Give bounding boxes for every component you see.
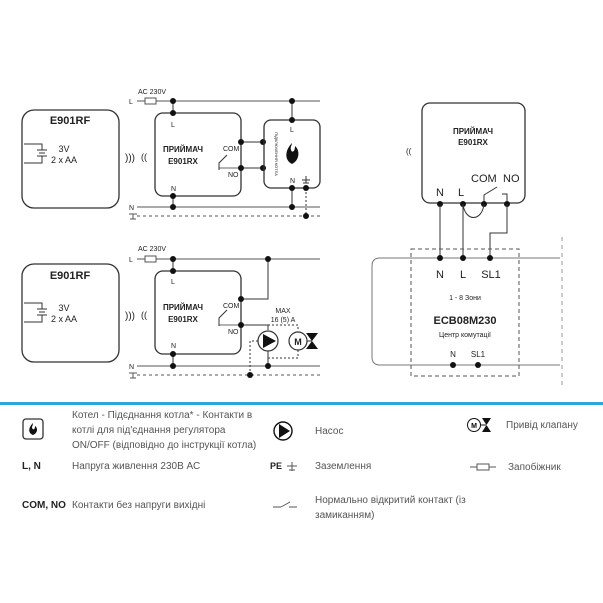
receiver-title: ПРИЙМАЧ — [453, 127, 493, 136]
hub-term-sl1: SL1 — [481, 269, 501, 281]
legend-pe-key: PE — [270, 461, 283, 471]
receiver-term-n: N — [436, 187, 444, 199]
line-n-label: N — [129, 205, 134, 212]
relay-contact-icon — [218, 309, 228, 326]
diagram-2: E901RF 3V 2 x AA ))) (( AC 230V L N L N … — [21, 246, 320, 379]
fuse-icon — [144, 97, 157, 105]
thermostat-box — [21, 263, 120, 363]
wiring-diagrams: E901RF 3V 2 x AA ))) (( AC 230V L N L N … — [21, 89, 563, 385]
radio-out-icon: ))) — [125, 311, 135, 322]
max-label: MAX — [275, 308, 291, 315]
receiver-box — [154, 112, 242, 197]
receiver-term-com: COM — [223, 146, 240, 153]
legend-separator — [0, 402, 603, 405]
boiler-vertical-label: ПІДКЛЮЧЕННЯ КОТЛА — [274, 132, 279, 176]
ground-icon — [129, 372, 137, 379]
receiver-title: ПРИЙМАЧ — [163, 145, 203, 154]
boiler-term-n: N — [290, 178, 295, 185]
flame-icon — [286, 143, 299, 164]
hub-bottom-n: N — [450, 350, 456, 359]
legend-no-contact-text: Нормально відкритий контакт (із замиканн… — [315, 495, 466, 521]
thermostat-title: E901RF — [50, 270, 91, 282]
battery-voltage: 3V — [58, 303, 69, 313]
boiler-term-l: L — [290, 127, 294, 134]
receiver-model: E901RX — [168, 157, 198, 166]
hub-term-n: N — [436, 269, 444, 281]
legend-com-no-key: COM, NO — [22, 500, 66, 511]
supply-label: AC 230V — [138, 89, 166, 96]
thermostat-box — [21, 109, 120, 209]
receiver-term-l: L — [171, 122, 175, 129]
receiver-box — [154, 270, 242, 355]
pump-icon — [273, 421, 293, 441]
legend-pump-text: Насос — [315, 426, 344, 437]
fuse-icon — [470, 463, 496, 471]
ground-icon — [129, 213, 137, 220]
ground-icon — [302, 176, 310, 184]
hub-box — [410, 248, 520, 377]
receiver-term-com: COM — [471, 173, 497, 185]
radio-in-icon: (( — [141, 310, 147, 320]
battery-icon — [24, 302, 47, 323]
battery-type: 2 x AA — [51, 314, 77, 324]
receiver-model: E901RX — [168, 315, 198, 324]
receiver-term-n: N — [171, 343, 176, 350]
receiver-term-l: L — [458, 187, 464, 199]
receiver-term-no: NO — [228, 172, 239, 179]
fuse-icon — [144, 255, 157, 263]
legend-fuse-text: Запобіжник — [508, 462, 561, 473]
radio-in-icon: (( — [141, 152, 147, 162]
legend-ground-text: Заземлення — [315, 461, 372, 472]
boiler-flame-icon — [22, 418, 44, 440]
legend-ln-key: L, N — [22, 461, 41, 472]
radio-in-icon: (( — [406, 147, 412, 156]
diagram-1: E901RF 3V 2 x AA ))) (( AC 230V L N L N … — [21, 89, 321, 220]
line-l-label: L — [129, 99, 133, 106]
receiver-term-com: COM — [223, 303, 240, 310]
hub-model: ECB08M230 — [434, 315, 497, 327]
hub-bottom-sl1: SL1 — [471, 350, 486, 359]
thermostat-title: E901RF — [50, 115, 91, 127]
receiver-term-no: NO — [228, 329, 239, 336]
line-l-label: L — [129, 257, 133, 264]
receiver-model: E901RX — [458, 138, 488, 147]
motor-label: M — [294, 337, 302, 347]
line-n-label: N — [129, 364, 134, 371]
battery-type: 2 x AA — [51, 155, 77, 165]
legend-boiler-text: Котел - Підєднання котла* - Контакти в к… — [72, 410, 257, 451]
valve-icon — [306, 333, 318, 341]
hub-enclosure — [371, 257, 560, 366]
receiver-term-n: N — [171, 186, 176, 193]
legend-ln-text: Напруга живлення 230В АС — [72, 461, 201, 472]
svg-text:M: M — [471, 423, 477, 430]
hub-term-l: L — [460, 269, 466, 281]
ground-icon — [287, 462, 297, 471]
hub-subtitle: Центр комутації — [439, 331, 491, 339]
supply-label: AC 230V — [138, 246, 166, 253]
radio-out-icon: ))) — [125, 153, 135, 164]
battery-icon — [24, 143, 47, 164]
receiver-box — [421, 102, 526, 204]
relay-contact-icon — [483, 186, 498, 203]
legend-valve-text: Привід клапану — [506, 420, 578, 431]
valve-actuator-icon: M — [467, 418, 491, 432]
receiver-term-no: NO — [503, 173, 520, 185]
battery-voltage: 3V — [58, 144, 69, 154]
receiver-title: ПРИЙМАЧ — [163, 303, 203, 312]
legend-com-no-text: Контакти без напруги вихідні — [72, 500, 206, 511]
hub-zones: 1 - 8 Зони — [449, 295, 481, 302]
no-contact-icon — [273, 501, 297, 508]
diagram-3: ПРИЙМАЧ E901RX (( COM NO N L N L SL1 1 -… — [371, 102, 563, 385]
receiver-term-l: L — [171, 279, 175, 286]
max-current-label: 16 (5) A — [271, 317, 296, 324]
